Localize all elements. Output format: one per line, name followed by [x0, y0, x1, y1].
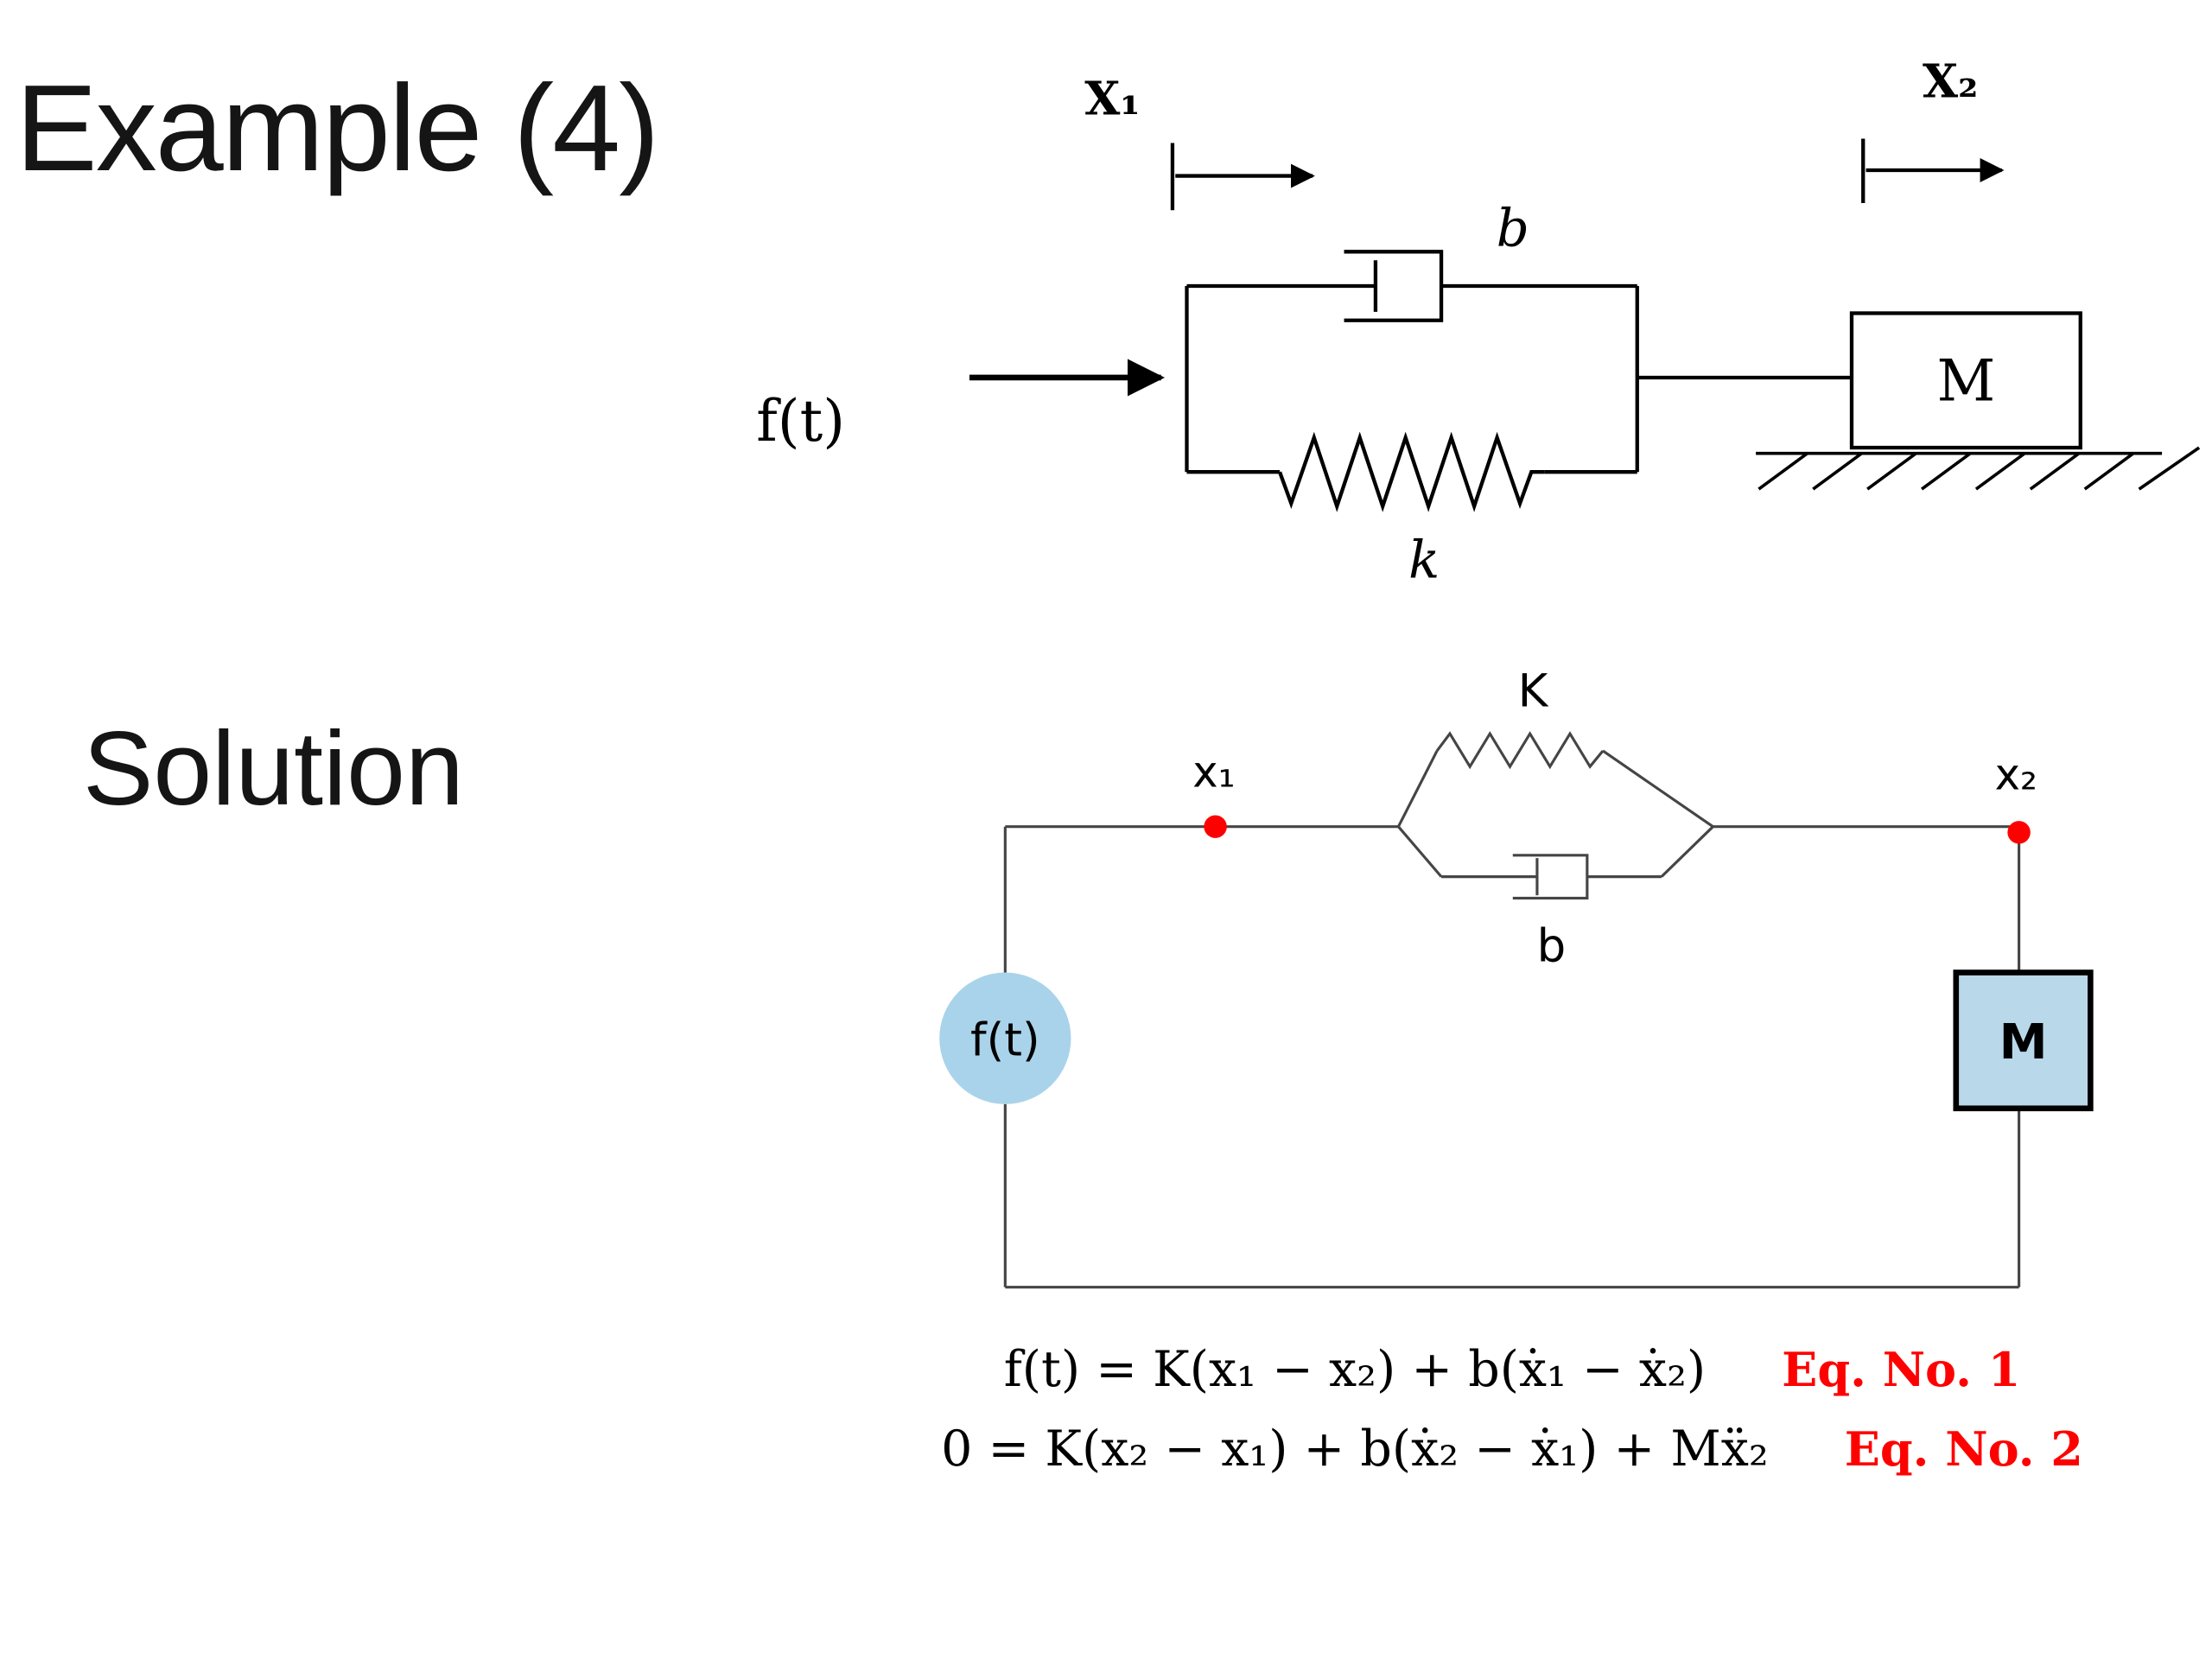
mass-block — [1849, 311, 2082, 450]
mass-label: M — [1936, 347, 1995, 414]
spring-branch — [1397, 731, 1714, 828]
node-x2-label: x₂ — [1995, 750, 2037, 800]
loop-wires — [1003, 826, 2021, 1289]
equation-2-tag: Eq. No. 2 — [1844, 1421, 2083, 1477]
equation-row-2: 0 = K(x₂ − x₁) + b(ẋ₂ − ẋ₁) + Mẍ₂ Eq. No… — [941, 1421, 2083, 1478]
damper-branch — [1397, 825, 1714, 900]
ground-hatching — [1756, 446, 2201, 491]
x2-displacement-arrow — [1861, 138, 2005, 204]
node-x2-dot — [2007, 821, 2031, 844]
spring-label: k — [1408, 531, 1440, 591]
force-source — [939, 972, 1071, 1104]
equation-2-formula: 0 = K(x₂ − x₁) + b(ẋ₂ − ẋ₁) + Mẍ₂ — [941, 1421, 1769, 1478]
solution-network-diagram: K b f(t) M x₁ x₂ — [939, 665, 2094, 1289]
x1-displacement-arrow — [1170, 143, 1315, 211]
equation-row-1: f(t) = K(x₁ − x₂) + b(ẋ₁ − ẋ₂) Eq. No. 1 — [1004, 1341, 2021, 1398]
node-x1-label: x₁ — [1192, 747, 1235, 797]
x1-label: X₁ — [1084, 72, 1140, 125]
spring-label: K — [1518, 665, 1549, 718]
parallel-branch-frame — [1185, 283, 1639, 474]
damper-label: b — [1537, 919, 1567, 972]
damper-symbol — [1344, 250, 1444, 322]
equation-1-formula: f(t) = K(x₁ − x₂) + b(ẋ₁ − ẋ₂) — [1003, 1341, 1707, 1398]
equations-block: f(t) = K(x₁ − x₂) + b(ẋ₁ − ẋ₂) Eq. No. 1… — [933, 1341, 2091, 1478]
page-title: Example (4) — [16, 60, 659, 197]
node-x1-dot — [1204, 815, 1227, 838]
x2-label: X₂ — [1923, 55, 1978, 109]
spring-symbol — [1278, 431, 1545, 512]
damper-label: b — [1497, 200, 1529, 259]
equation-1-tag: Eq. No. 1 — [1782, 1342, 2021, 1397]
force-source-label: f(t) — [970, 1014, 1040, 1067]
spring-symbol — [1435, 731, 1605, 770]
damper-housing — [1344, 250, 1444, 322]
solution-heading: Solution — [83, 709, 464, 827]
mass-block — [1953, 969, 2094, 1112]
mechanical-system-diagram: X₁ X₂ f(t) b k M — [756, 55, 2201, 591]
mass-label: M — [1999, 1014, 2048, 1071]
force-label: f(t) — [756, 388, 845, 454]
